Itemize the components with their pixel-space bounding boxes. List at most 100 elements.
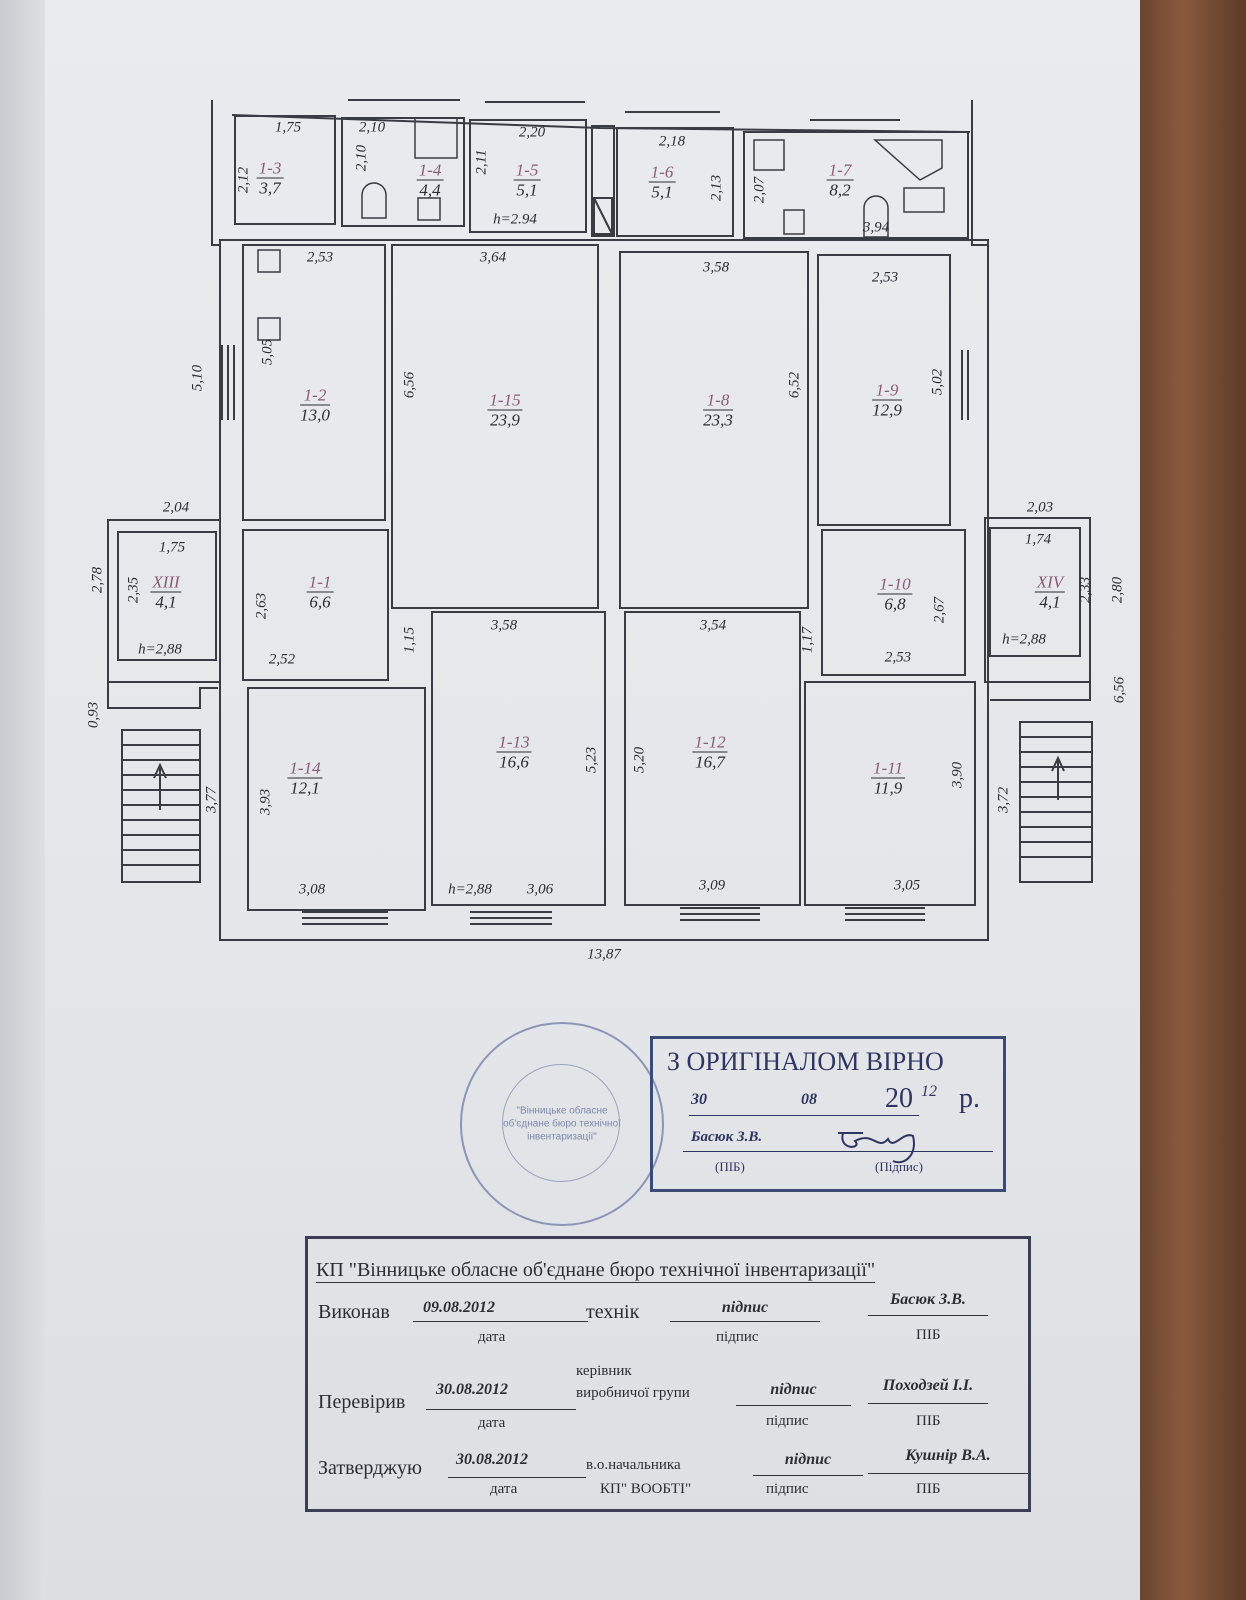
dimension-label: 6,56 [1111, 676, 1128, 704]
date-caption: дата [478, 1329, 506, 1345]
signature-caption: підпис [766, 1481, 809, 1497]
name-caption: ПІБ [916, 1413, 941, 1429]
stamp-day: 30 [691, 1091, 707, 1108]
dimension-label: 2,03 [1026, 499, 1054, 516]
dimension-label: 2,11 [473, 149, 490, 175]
title-block: КП "Вінницьке обласне об'єднане бюро тех… [305, 1236, 1031, 1512]
room-area: 6,8 [884, 594, 906, 614]
room-id: XIII [150, 572, 182, 593]
room-area: 6,6 [309, 592, 331, 612]
stamp-name-caption: (ПІБ) [715, 1159, 745, 1174]
room-area: 4,1 [155, 592, 177, 612]
room-area: 5,1 [516, 180, 538, 200]
dimension-label: 3,72 [995, 786, 1012, 814]
row-name: Походзей І.І. [868, 1377, 988, 1404]
room-id: 1-1 [306, 572, 334, 593]
date-caption: дата [490, 1481, 518, 1497]
dimension-label: 2,12 [235, 166, 252, 194]
stamp-year-suffix: 12 [921, 1083, 937, 1100]
dimension-label: 5,10 [189, 364, 206, 392]
dimension-label: 3,94 [862, 219, 890, 236]
dimension-label: 13,87 [587, 946, 621, 963]
dimension-label: 2,53 [871, 269, 899, 286]
seal-center-text: "Вінницьке обласне об'єднане бюро техніч… [503, 1105, 621, 1143]
room-id: 1-12 [692, 732, 728, 753]
dimension-label: 2,63 [253, 592, 270, 620]
handwritten-signature [838, 1132, 915, 1164]
dimension-label: 2,04 [162, 499, 190, 516]
row-signature: підпис [753, 1451, 863, 1476]
dimension-label: 1,15 [401, 626, 418, 654]
room-area: 16,6 [499, 752, 529, 772]
row-action: Перевірив [318, 1391, 406, 1413]
row-signature: підпис [736, 1381, 851, 1406]
row-date: 30.08.2012 [448, 1451, 586, 1478]
room-area: 12,1 [290, 778, 320, 798]
dimension-label: 2,07 [751, 176, 768, 204]
room-id: 1-3 [256, 158, 284, 179]
dimension-label: 3,77 [203, 786, 220, 814]
dimension-label: 5,05 [259, 338, 276, 366]
dimension-label: 5,20 [631, 746, 648, 774]
stamp-title: З ОРИГІНАЛОМ ВІРНО [667, 1047, 944, 1076]
room-area: 4,4 [419, 180, 441, 200]
room-id: 1-8 [703, 391, 733, 411]
dimension-label: 2,13 [708, 174, 725, 202]
dimension-label: 3,05 [893, 877, 921, 894]
room-area: 13,0 [300, 405, 330, 425]
dimension-label: 2,67 [931, 596, 948, 624]
dimension-label: 1,75 [274, 119, 302, 136]
dimension-label: h=2,88 [448, 881, 492, 898]
room-area: 4,1 [1039, 592, 1061, 612]
row-role: технік [586, 1301, 640, 1323]
room-area: 12,9 [872, 400, 902, 420]
stamp-year-unit: р. [959, 1083, 980, 1114]
room-id: 1-11 [871, 758, 905, 779]
dimension-label: 2,18 [658, 133, 686, 150]
row-role: виробничої групи [576, 1385, 690, 1401]
room-id: 1-14 [287, 758, 323, 779]
room-area: 11,9 [873, 778, 903, 798]
dimension-label: 2,20 [518, 124, 546, 141]
dimension-label: 2,33 [1077, 576, 1094, 604]
dimension-label: h=2,88 [138, 641, 182, 658]
row-action: Затверджую [318, 1457, 422, 1479]
row-name: Басюк З.В. [868, 1291, 988, 1316]
dimension-label: 2,35 [125, 576, 142, 604]
room-id: XIV [1034, 572, 1066, 593]
role-line2: КП" ВООБТІ" [600, 1481, 692, 1497]
dimension-label: 2,10 [353, 144, 370, 172]
dimension-label: 2,10 [358, 119, 386, 136]
room-area: 23,9 [490, 410, 520, 430]
dimension-label: h=2.94 [493, 211, 537, 228]
name-caption: ПІБ [916, 1327, 941, 1343]
dimension-label: 3,08 [298, 881, 326, 898]
dimension-label: 2,80 [1109, 576, 1126, 604]
dimension-label: 1,17 [799, 626, 816, 654]
dimension-label: 2,53 [306, 249, 334, 266]
stamp-signature-caption: (Підпис) [875, 1159, 923, 1174]
certification-stamp: З ОРИГІНАЛОМ ВІРНО 30 08 20 12 р. Басюк … [650, 1036, 1006, 1192]
row-name: Кушнір В.А. [868, 1447, 1028, 1474]
dimension-label: 0,93 [85, 701, 102, 729]
name-caption: ПІБ [916, 1481, 941, 1497]
signature-caption: підпис [716, 1329, 759, 1345]
row-date: 30.08.2012 [426, 1381, 576, 1410]
room-area: 16,7 [695, 752, 725, 772]
dimension-label: 3,64 [479, 249, 507, 266]
date-caption: дата [478, 1415, 506, 1431]
